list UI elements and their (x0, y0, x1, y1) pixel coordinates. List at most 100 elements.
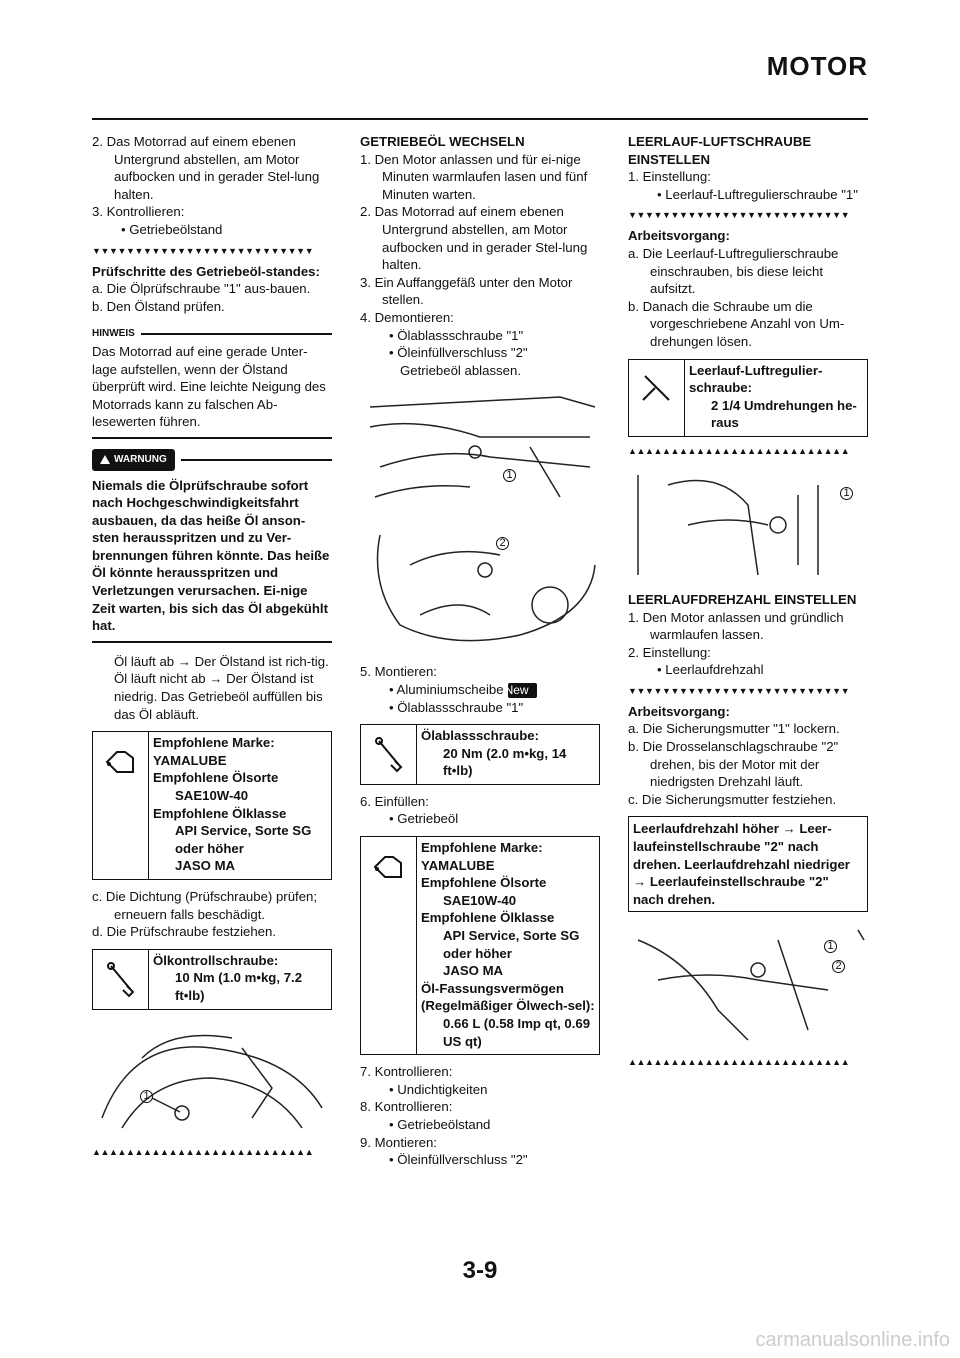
column-2: GETRIEBEÖL WECHSELN 1. Den Motor anlasse… (360, 133, 600, 1169)
step-4-bullet: • Ölablassschraube "1" (389, 327, 524, 343)
callout-1: 1 (503, 469, 516, 483)
section-title-idle-speed: LEERLAUFDREHZAHL EINSTELLEN (628, 591, 857, 607)
spec-line: oder höher (443, 945, 512, 961)
spec-line: 10 Nm (1.0 m•kg, 7.2 ft•lb) (175, 970, 303, 1003)
spec-line: Empfohlene Marke: (153, 735, 275, 751)
step-7: 7. Kontrollieren: (360, 1064, 453, 1080)
screwdriver-icon (629, 359, 685, 436)
warning-text: Niemals die Ölprüfschraube sofort nach H… (92, 477, 330, 634)
spec-line: API Service, Sorte SG (175, 823, 312, 839)
oil-can-icon (361, 837, 417, 1055)
step-1: 1. Den Motor anlassen und für ei-nige Mi… (360, 151, 588, 202)
spec-box-drain-torque: Ölablassschraube: 20 Nm (2.0 m•kg, 14 ft… (360, 724, 600, 785)
procedure-step-a: a. Die Leerlauf-Luftregulierschraube ein… (628, 245, 839, 297)
figure-check-screw: 1 (92, 1018, 332, 1138)
callout-2: 2 (496, 537, 509, 551)
section-title-oil-change: GETRIEBEÖL WECHSELN (360, 134, 525, 149)
callout-1: 1 (840, 486, 853, 500)
callout-1: 1 (824, 940, 837, 954)
spec-line: SAE10W-40 (443, 892, 517, 908)
new-badge: New (505, 682, 537, 698)
torque-wrench-icon (93, 949, 149, 1009)
warning-header: WARNUNG (92, 448, 332, 471)
procedure-step-b: b. Die Drosselanschlagschraube "2" drehe… (628, 739, 839, 790)
spec-line: Ölkontrollschraube: (153, 952, 279, 968)
warning-rule (180, 458, 332, 461)
section-title-air-screw: LEERLAUF-LUFTSCHRAUBE EINSTELLEN (628, 134, 812, 167)
step-1-bullet: • Leerlauf-Luftregulierschraube "1" (657, 186, 858, 202)
throttle-illustration (637, 930, 865, 1041)
step-5-bullet: • AluminiumscheibeNew (360, 681, 600, 699)
note-label: HINWEIS (92, 328, 135, 340)
step-8: 8. Kontrollieren: (360, 1099, 453, 1115)
oil-can-icon (93, 732, 149, 879)
oil-result-2: Öl läuft nicht ab → Der Ölstand ist nied… (114, 671, 323, 722)
step-4-note: Getriebeöl ablassen. (400, 362, 521, 378)
callout-1: 1 (140, 1089, 153, 1103)
page-number: 3-9 (462, 1257, 498, 1284)
step-6: 6. Einfüllen: (360, 793, 429, 809)
spec-box-air-screw: Leerlauf-Luftregulier-schraube: 2 1/4 Um… (628, 358, 868, 437)
step-1: 1. Einstellung: (628, 169, 711, 185)
warning-label: WARNUNG (114, 453, 167, 465)
figure-drain-screw: 1 (360, 387, 600, 517)
procedure-step-a: a. Die Sicherungsmutter "1" lockern. (628, 721, 840, 737)
carburetor-illustration (637, 474, 819, 576)
spec-line: Ölablassschraube: (421, 728, 540, 744)
callout-2: 2 (832, 960, 845, 974)
spec-line: 2 1/4 Umdrehungen he-raus (711, 397, 857, 431)
procedure-start-marker: ▼▼▼▼▼▼▼▼▼▼▼▼▼▼▼▼▼▼▼▼▼▼▼▼▼▼ (92, 245, 314, 256)
step-2: 2. Das Motorrad auf einem ebenen Untergr… (92, 134, 320, 202)
step-2: 2. Einstellung: (628, 644, 711, 660)
step-1: 1. Den Motor anlassen und gründlich warm… (628, 609, 844, 643)
procedure-title: Prüfschritte des Getriebeöl-standes: (92, 263, 320, 279)
watermark: carmanualsonline.info (755, 1329, 950, 1352)
drain-illustration (369, 396, 596, 499)
procedure-step-d: d. Die Prüfschraube festziehen. (92, 924, 276, 940)
procedure-end-marker: ▲▲▲▲▲▲▲▲▲▲▲▲▲▲▲▲▲▲▲▲▲▲▲▲▲▲ (628, 445, 850, 456)
figure-idle-screw: 1 2 (628, 920, 868, 1048)
engine-illustration (101, 1034, 323, 1128)
spec-line: Empfohlene Ölklasse (421, 910, 555, 926)
figure-air-screw: 1 (628, 465, 868, 583)
step-3-bullet: • Getriebeölstand (121, 221, 223, 237)
spec-box-oil: Empfohlene Marke: YAMALUBE Empfohlene Öl… (92, 731, 332, 880)
spec-line: 0.66 L (0.58 Imp qt, 0.69 US qt) (443, 1016, 591, 1049)
step-3: 3. Ein Auffanggefäß unter den Motor stel… (360, 274, 573, 308)
spec-line: YAMALUBE (153, 752, 227, 768)
idle-adjust-box: Leerlaufdrehzahl höher → Leer-laufeinste… (628, 816, 868, 913)
spec-line: JASO MA (443, 963, 504, 979)
spec-line: Empfohlene Ölsorte (153, 770, 279, 786)
step-5: 5. Montieren: (360, 664, 437, 680)
step-9-bullet: • Öleinfüllverschluss "2" (389, 1152, 528, 1168)
spec-line: oder höher (175, 840, 244, 856)
header-divider (92, 118, 868, 120)
page-title: MOTOR (766, 51, 868, 81)
step-2-bullet: • Leerlaufdrehzahl (657, 662, 764, 678)
spec-line: Empfohlene Ölsorte (421, 875, 547, 891)
spec-box-oil-capacity: Empfohlene Marke: YAMALUBE Empfohlene Öl… (360, 836, 600, 1056)
procedure-end-marker: ▲▲▲▲▲▲▲▲▲▲▲▲▲▲▲▲▲▲▲▲▲▲▲▲▲▲ (92, 1146, 314, 1157)
spec-line: Empfohlene Ölklasse (153, 805, 287, 821)
procedure-end-marker: ▲▲▲▲▲▲▲▲▲▲▲▲▲▲▲▲▲▲▲▲▲▲▲▲▲▲ (628, 1057, 850, 1068)
warning-icon (100, 455, 110, 465)
step-7-bullet: • Undichtigkeiten (389, 1081, 488, 1097)
note-text: Das Motorrad auf eine gerade Unter-lage … (92, 343, 326, 430)
torque-wrench-icon (361, 725, 417, 784)
procedure-step-b: b. Den Ölstand prüfen. (92, 298, 225, 314)
procedure-step-b: b. Danach die Schraube um die vorgeschri… (628, 298, 845, 349)
note-end-rule (92, 436, 332, 439)
procedure-start-marker: ▼▼▼▼▼▼▼▼▼▼▼▼▼▼▼▼▼▼▼▼▼▼▼▼▼▼ (628, 685, 850, 696)
spec-line: API Service, Sorte SG (443, 928, 580, 944)
step-6-bullet: • Getriebeöl (389, 811, 459, 827)
spec-box-torque: Ölkontrollschraube: 10 Nm (1.0 m•kg, 7.2… (92, 948, 332, 1010)
figure-fill-cap: 2 (360, 525, 600, 655)
procedure-title: Arbeitsvorgang: (628, 228, 730, 244)
spec-line: (Regelmäßiger Ölwech-sel): (421, 998, 595, 1014)
step-5-bullet: • Ölablassschraube "1" (389, 699, 524, 715)
oil-result-1: Öl läuft ab → Der Ölstand ist rich-tig. (114, 653, 329, 669)
spec-line: YAMALUBE (421, 857, 495, 873)
step-9: 9. Montieren: (360, 1134, 437, 1150)
procedure-step-c: c. Die Dichtung (Prüfschraube) prüfen; e… (92, 888, 318, 922)
spec-line: 20 Nm (2.0 m•kg, 14 ft•lb) (443, 745, 567, 779)
